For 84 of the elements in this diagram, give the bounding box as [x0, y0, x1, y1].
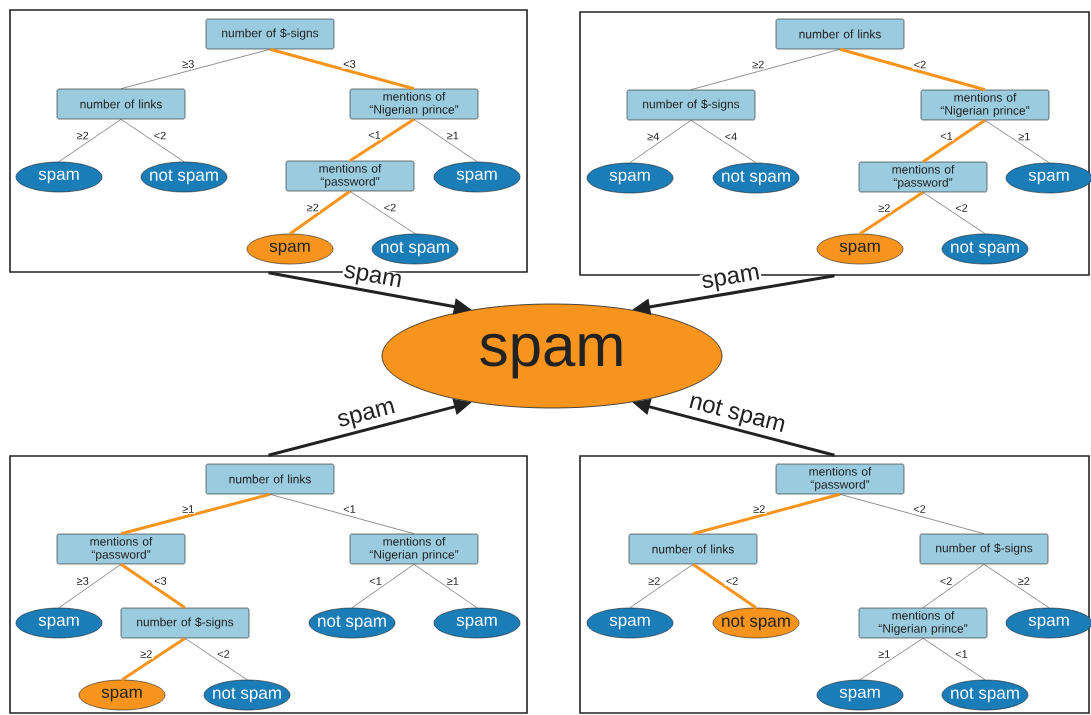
branch-line [859, 638, 924, 680]
edge-label: ≥3 [75, 576, 90, 586]
decision-box: mentions of “Nigerian prince” [349, 88, 479, 120]
decision-box: number of $-signs [120, 607, 250, 639]
branch-line [120, 49, 271, 89]
branch-line [629, 564, 694, 608]
branch-line [184, 638, 248, 680]
branch-line [629, 120, 692, 163]
branch-line [692, 563, 757, 609]
branch-line [839, 47, 986, 92]
branch-line [349, 118, 415, 162]
branch-line [984, 120, 1050, 163]
edge-label: ≥1 [445, 576, 460, 586]
arrow-label: spam [340, 263, 405, 294]
edge-label: <3 [153, 576, 168, 586]
edge-label: ≥1 [181, 504, 196, 514]
decision-box: mentions of “password” [56, 533, 186, 565]
edge-label: <2 [912, 59, 928, 70]
branch-line [922, 564, 985, 608]
edge-label: ≥2 [75, 130, 90, 141]
decision-box: number of links [628, 533, 758, 565]
decision-box: mentions of “Nigerian prince” [858, 607, 988, 639]
decision-box: number of $-signs [205, 18, 335, 50]
branch-line [922, 192, 986, 234]
branch-line [859, 191, 924, 235]
edge-label: ≥3 [181, 59, 196, 69]
branch-line [120, 119, 185, 162]
branch-line [839, 494, 985, 534]
edge-label: <2 [954, 203, 969, 213]
branch-line [413, 564, 478, 608]
edge-label: ≥2 [647, 576, 662, 586]
edge-label: <3 [342, 59, 357, 69]
branch-line [121, 637, 186, 681]
decision-box: mentions of “password” [775, 463, 905, 495]
edge-label: <2 [912, 504, 927, 514]
edge-label: <2 [724, 576, 740, 586]
edge-label: <1 [342, 504, 357, 514]
branch-line [269, 47, 415, 91]
branch-line [690, 49, 841, 90]
panel-frame [579, 455, 1090, 714]
branch-line [413, 119, 478, 162]
decision-box: number of $-signs [626, 89, 756, 121]
edge-label: <1 [367, 130, 382, 140]
branch-line [690, 120, 757, 163]
edge-label: <2 [216, 649, 231, 659]
edge-label: ≥2 [751, 59, 766, 70]
decision-box: number of links [775, 18, 905, 50]
branch-line [922, 119, 986, 163]
decision-box: mentions of “Nigerian prince” [349, 533, 479, 565]
branch-line [351, 564, 415, 608]
branch-line [983, 564, 1050, 608]
edge-label: ≥2 [877, 203, 892, 213]
decision-box: mentions of “Nigerian prince” [920, 89, 1050, 121]
panel-frame [9, 455, 528, 714]
edge-label: ≥2 [305, 202, 320, 213]
edge-label: <2 [152, 130, 168, 141]
decision-box: mentions of “password” [858, 161, 988, 193]
branch-line [349, 191, 416, 234]
edge-label: <1 [954, 649, 969, 659]
decision-box: number of $-signs [919, 533, 1049, 565]
branch-line [58, 564, 122, 608]
edge-label: ≥4 [646, 131, 661, 142]
arrow-label: spam [699, 265, 763, 295]
branch-line [58, 119, 122, 162]
edge-label: ≥1 [445, 130, 460, 141]
edge-label: <4 [723, 131, 739, 142]
edge-label: <1 [939, 131, 954, 141]
edge-label: ≥1 [1017, 131, 1032, 142]
branch-line [289, 190, 351, 235]
edge-label: ≥1 [877, 649, 892, 659]
decision-box: number of links [205, 463, 335, 495]
branch-line [922, 638, 986, 680]
branch-line [692, 492, 841, 536]
edge-label: <2 [382, 202, 398, 213]
edge-label: ≥2 [752, 504, 767, 514]
branch-line [120, 563, 186, 609]
edge-label: <1 [368, 576, 383, 586]
decision-box: mentions of “password” [285, 160, 415, 192]
edge-label: ≥2 [139, 649, 154, 659]
branch-line [120, 492, 271, 536]
edge-label: ≥2 [1016, 576, 1031, 586]
decision-box: number of links [56, 88, 186, 120]
edge-label: <2 [938, 576, 954, 586]
branch-line [269, 494, 415, 534]
